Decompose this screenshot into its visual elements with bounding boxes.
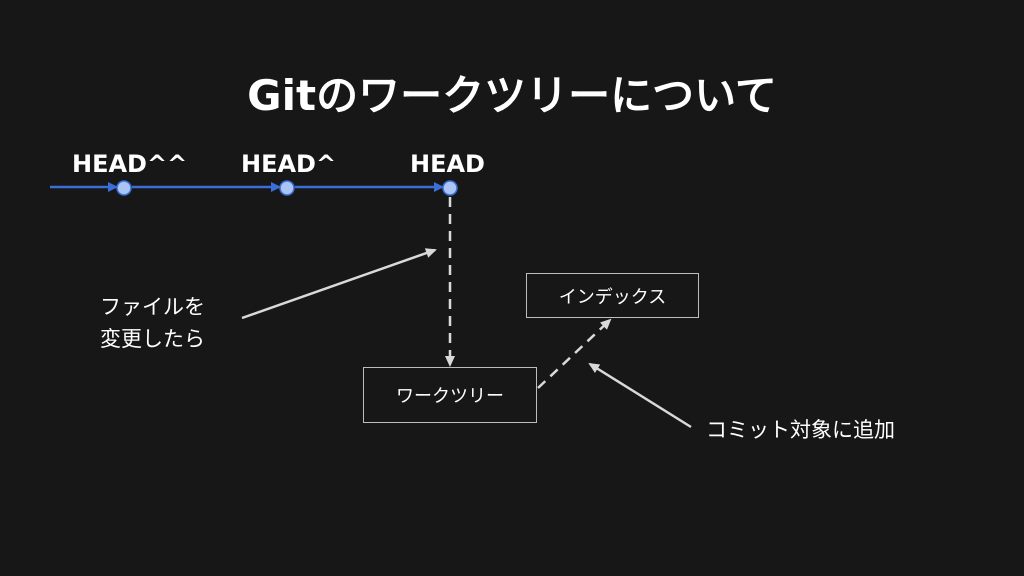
commit-node-head-caret [279,180,295,196]
worktree-box: ワークツリー [363,367,537,423]
page-title: Gitのワークツリーについて [247,71,777,120]
index-box: インデックス [526,273,699,318]
worktree-label: ワークツリー [396,386,504,407]
commit-label-head-caret: HEAD^ [241,150,337,178]
worktree-to-index-arrow [537,318,612,389]
file-change-pointer-arrow [241,248,437,320]
commit-node-head [442,180,458,196]
index-label: インデックス [558,286,667,308]
file-change-line-2: 変更したら [100,327,205,351]
commit-target-annotation: コミット対象に追加 [706,418,895,442]
file-change-line-1: ファイルを [100,295,205,319]
commit-target-pointer-arrow [588,362,692,429]
commit-label-head: HEAD [410,150,485,178]
commit-label-head-caret-caret: HEAD^^ [72,150,188,178]
file-change-annotation: ファイルを 変更したら [100,291,205,355]
commit-node-head-caret-caret [116,180,132,196]
